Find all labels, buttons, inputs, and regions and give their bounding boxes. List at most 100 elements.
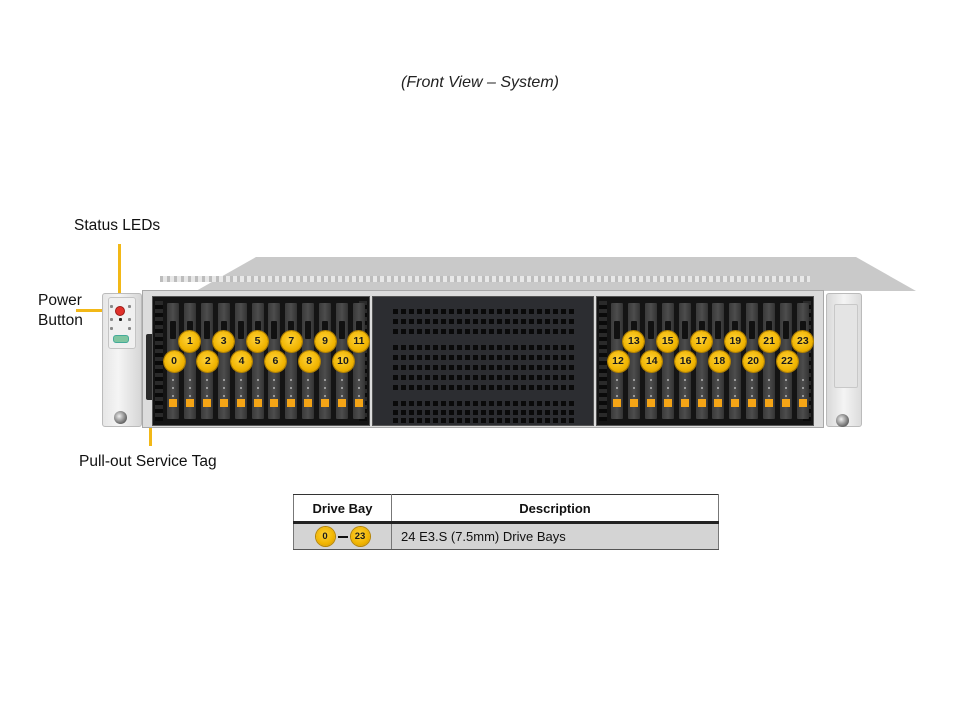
power-button-callout-line [76, 309, 116, 312]
drive-carrier[interactable] [352, 303, 365, 419]
vent-hole-row [393, 355, 575, 360]
drive-activity-led [768, 379, 771, 381]
vent-hole-row [393, 319, 575, 324]
drive-carrier[interactable] [627, 303, 640, 419]
drive-release-latch[interactable] [798, 399, 807, 407]
drive-bay-number-badge: 1 [179, 331, 201, 352]
drive-release-latch[interactable] [270, 399, 279, 407]
drive-handle-slot [271, 321, 278, 339]
drive-activity-led [239, 395, 242, 397]
drive-activity-led [734, 379, 737, 381]
status-led [119, 318, 122, 321]
drive-bay-number-badge: 2 [197, 351, 219, 372]
table-header-row: Drive Bay Description [293, 494, 719, 524]
drive-activity-led [290, 379, 293, 381]
brand-logo-icon [113, 335, 129, 343]
drive-activity-led [222, 395, 225, 397]
pull-out-service-tag[interactable] [146, 334, 154, 400]
drive-activity-led [666, 379, 669, 381]
drive-release-latch[interactable] [253, 399, 262, 407]
drive-activity-led [188, 395, 191, 397]
drive-release-latch[interactable] [169, 399, 177, 407]
drive-activity-led [290, 387, 293, 389]
status-led [110, 327, 113, 330]
drive-release-latch[interactable] [219, 399, 228, 407]
drive-release-latch[interactable] [714, 399, 723, 407]
drive-activity-led [205, 387, 208, 389]
drive-release-latch[interactable] [236, 399, 245, 407]
vent-hole-row [393, 375, 575, 380]
drive-release-latch[interactable] [680, 399, 689, 407]
drive-handle-slot [254, 321, 261, 339]
drive-activity-led [357, 387, 360, 389]
drive-bay-number-badge: 14 [641, 351, 663, 372]
drive-release-latch[interactable] [338, 399, 346, 407]
drive-activity-led [632, 379, 635, 381]
drive-activity-led [205, 395, 208, 397]
drive-release-latch[interactable] [354, 399, 363, 407]
drive-activity-led [324, 395, 327, 397]
drive-handle-slot [186, 321, 193, 339]
status-leds-callout-line [118, 244, 121, 306]
center-vent-panel [372, 296, 594, 426]
drive-release-latch[interactable] [287, 399, 296, 407]
drive-activity-led [188, 387, 191, 389]
status-led [110, 305, 113, 308]
drive-activity-led [616, 379, 618, 381]
drive-release-latch[interactable] [646, 399, 655, 407]
drive-release-latch[interactable] [185, 399, 194, 407]
drive-carrier[interactable] [661, 303, 674, 419]
drive-handle-slot [203, 321, 210, 339]
drive-handle-slot [647, 321, 654, 339]
drive-release-latch[interactable] [765, 399, 774, 407]
status-led [128, 305, 131, 308]
drive-carrier[interactable] [217, 303, 230, 419]
drive-carrier[interactable] [729, 303, 742, 419]
drive-activity-led [172, 387, 174, 389]
drive-activity-led [717, 387, 720, 389]
drive-release-latch[interactable] [731, 399, 740, 407]
drive-release-latch[interactable] [782, 399, 790, 407]
drive-handle-slot [322, 321, 329, 339]
drive-release-latch[interactable] [748, 399, 757, 407]
drive-activity-led [785, 379, 787, 381]
power-button[interactable] [115, 306, 125, 316]
drive-activity-led [734, 395, 737, 397]
drive-carrier[interactable] [183, 303, 196, 419]
drive-release-latch[interactable] [202, 399, 211, 407]
drive-activity-led [649, 379, 652, 381]
drive-carrier[interactable] [319, 303, 332, 419]
drive-carrier[interactable] [796, 303, 809, 419]
drive-release-latch[interactable] [663, 399, 672, 407]
drive-activity-led [717, 395, 720, 397]
drive-activity-led [683, 387, 686, 389]
drive-activity-led [666, 395, 669, 397]
drive-carrier[interactable] [285, 303, 298, 419]
drive-carrier[interactable] [251, 303, 264, 419]
drive-activity-led [649, 395, 652, 397]
drive-activity-led [324, 387, 327, 389]
drive-activity-led [683, 395, 686, 397]
drive-release-latch[interactable] [304, 399, 313, 407]
status-led [128, 318, 131, 321]
chassis-top-vent-strip [160, 276, 810, 282]
drive-carrier[interactable] [763, 303, 776, 419]
drive-carrier[interactable] [695, 303, 708, 419]
drive-activity-led [341, 379, 343, 381]
drive-handle-slot [715, 321, 722, 339]
drive-activity-led [172, 379, 174, 381]
drive-activity-led [341, 395, 343, 397]
drive-release-latch[interactable] [629, 399, 638, 407]
drive-release-latch[interactable] [321, 399, 330, 407]
drive-handle-slot [749, 321, 756, 339]
vent-hole-row [393, 329, 575, 334]
drive-activity-led [222, 387, 225, 389]
drive-bay-number-badge: 19 [724, 331, 746, 352]
thumbscrew-icon [836, 414, 849, 427]
drive-release-latch[interactable] [697, 399, 706, 407]
drive-release-latch[interactable] [613, 399, 621, 407]
drive-activity-led [307, 395, 310, 397]
vent-hole-row [393, 309, 575, 314]
drive-activity-led [205, 379, 208, 381]
drive-bay-number-badge: 6 [264, 351, 286, 372]
